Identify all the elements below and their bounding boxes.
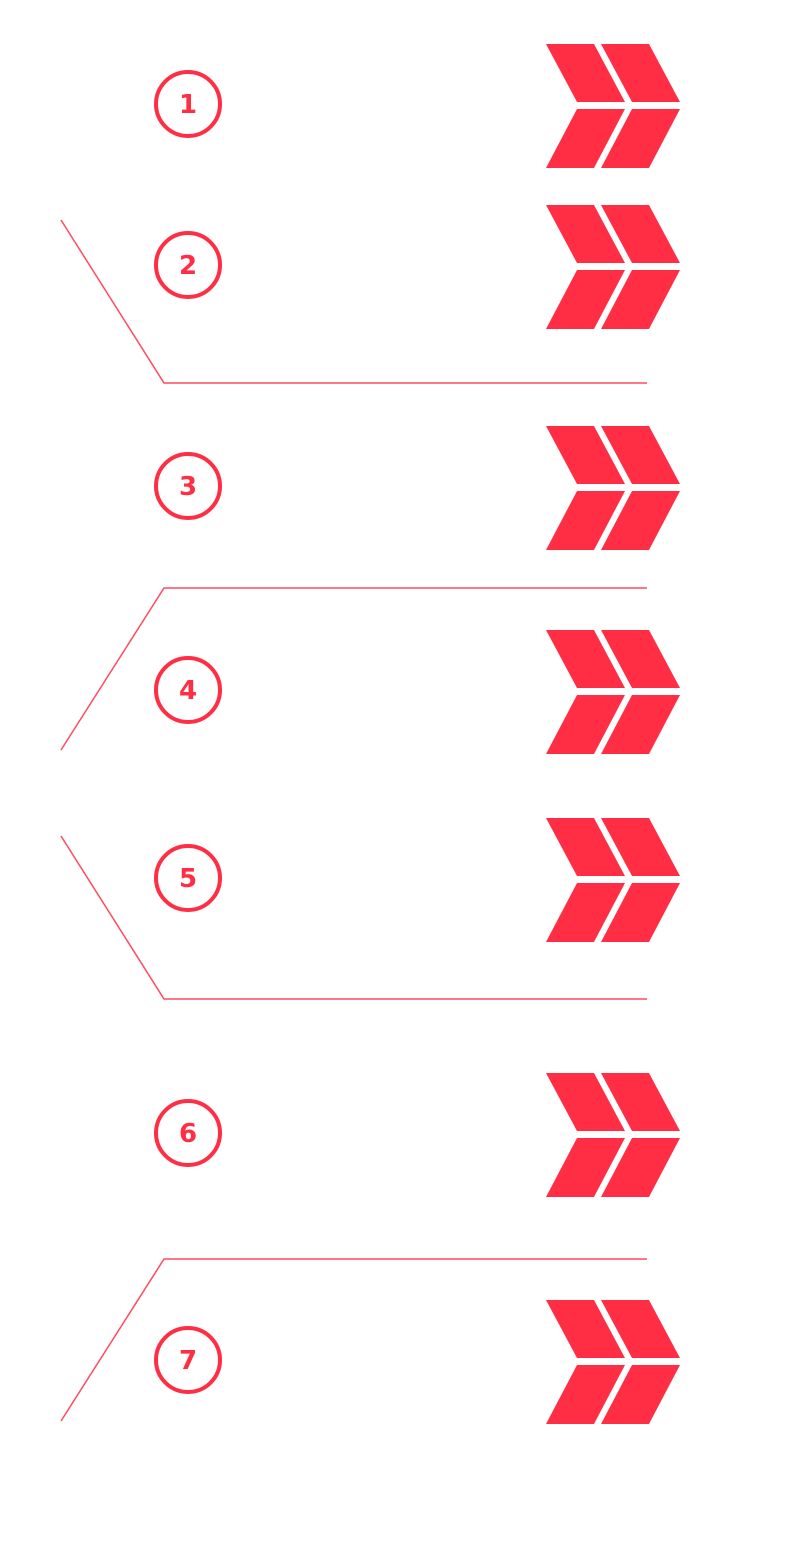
step-7: 7 [154,1300,680,1424]
step-2: 2 [154,205,680,329]
circle-outline-icon [154,70,222,138]
chevron-segment [601,630,680,688]
step-marker: 4 [154,656,222,724]
chevron-segment [601,1300,680,1358]
step-number: 5 [179,864,197,894]
chevron-segment [546,1138,625,1197]
connector-line-5 [60,835,647,1000]
step-marker: 7 [154,1326,222,1394]
step-6: 6 [154,1073,680,1197]
step-4: 4 [154,630,680,754]
chevron-segment [601,270,680,329]
step-5: 5 [154,818,680,942]
circle-outline-icon [154,1326,222,1394]
circle-outline-icon [154,844,222,912]
chevron-segment [546,883,625,942]
connector-lines [60,219,647,1422]
chevron-segment [546,1365,625,1424]
chevron-segment [546,695,625,754]
step-number: 6 [179,1119,197,1149]
step-list: 1 2 3 4 5 6 7 [154,44,680,1424]
chevron-segment [601,44,680,102]
step-number: 2 [179,251,197,281]
chevron-segment [601,1365,680,1424]
double-chevron-right-icon [546,1073,680,1197]
step-number: 7 [179,1346,197,1376]
chevron-segment [601,818,680,876]
step-number: 4 [179,676,197,706]
step-marker: 5 [154,844,222,912]
chevron-segment [601,695,680,754]
step-marker: 6 [154,1099,222,1167]
step-marker: 3 [154,452,222,520]
chevron-segment [546,1073,625,1131]
chevron-segment [546,630,625,688]
chevron-segment [546,270,625,329]
chevron-segment [601,426,680,484]
step-1: 1 [154,44,680,168]
chevron-segment [601,1073,680,1131]
chevron-segment [601,491,680,550]
chevron-segment [601,883,680,942]
chevron-segment [546,205,625,263]
double-chevron-right-icon [546,426,680,550]
chevron-segment [546,491,625,550]
circle-outline-icon [154,656,222,724]
circle-outline-icon [154,1099,222,1167]
chevron-segment [546,818,625,876]
double-chevron-right-icon [546,205,680,329]
step-number: 3 [179,472,197,502]
step-3: 3 [154,426,680,550]
chevron-segment [546,109,625,168]
chevron-segment [601,205,680,263]
double-chevron-right-icon [546,44,680,168]
chevron-segment [546,44,625,102]
step-marker: 1 [154,70,222,138]
double-chevron-right-icon [546,630,680,754]
circle-outline-icon [154,452,222,520]
circle-outline-icon [154,231,222,299]
connector-line-4 [60,587,647,751]
double-chevron-right-icon [546,1300,680,1424]
chevron-segment [601,1138,680,1197]
double-chevron-right-icon [546,818,680,942]
chevron-segment [601,109,680,168]
chevron-segment [546,1300,625,1358]
connector-line-7 [60,1258,647,1422]
step-number: 1 [179,90,197,120]
chevron-segment [546,426,625,484]
connector-line-2 [60,219,647,384]
step-marker: 2 [154,231,222,299]
